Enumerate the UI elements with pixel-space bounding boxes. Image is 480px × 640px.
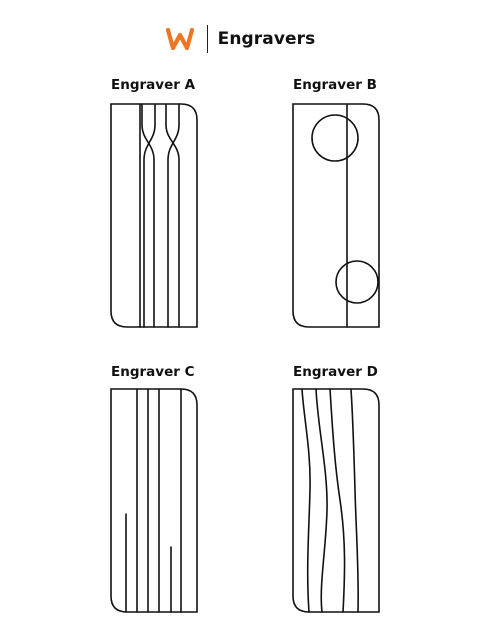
engraver-b-outline (292, 103, 380, 328)
engraver-a-line-4 (165, 103, 180, 328)
engraver-a-line-2 (141, 103, 155, 328)
header: Engravers (0, 22, 480, 56)
engraver-b-label: Engraver B (293, 77, 377, 93)
engraver-d-wave-1 (301, 388, 311, 613)
w-brand-logo-icon (165, 27, 194, 51)
engraver-c-label: Engraver C (111, 364, 195, 380)
header-divider (206, 25, 208, 53)
engraver-d-outline (292, 388, 380, 613)
engraver-a-outline (110, 103, 198, 328)
page-title: Engravers (217, 29, 316, 49)
engraver-d-label: Engraver D (293, 364, 378, 380)
engraver-b-circle-bottom (335, 260, 379, 304)
engraver-d-wave-2 (315, 388, 328, 613)
engraver-b-circle-top (311, 114, 359, 162)
engraver-a-label: Engraver A (111, 77, 196, 93)
engraver-d-wave-3 (329, 388, 346, 613)
engraver-a-line-5 (167, 103, 180, 328)
engraver-d-wave-4 (350, 388, 359, 613)
engraver-a-line-3 (143, 103, 156, 328)
engraver-c-outline (110, 388, 198, 613)
